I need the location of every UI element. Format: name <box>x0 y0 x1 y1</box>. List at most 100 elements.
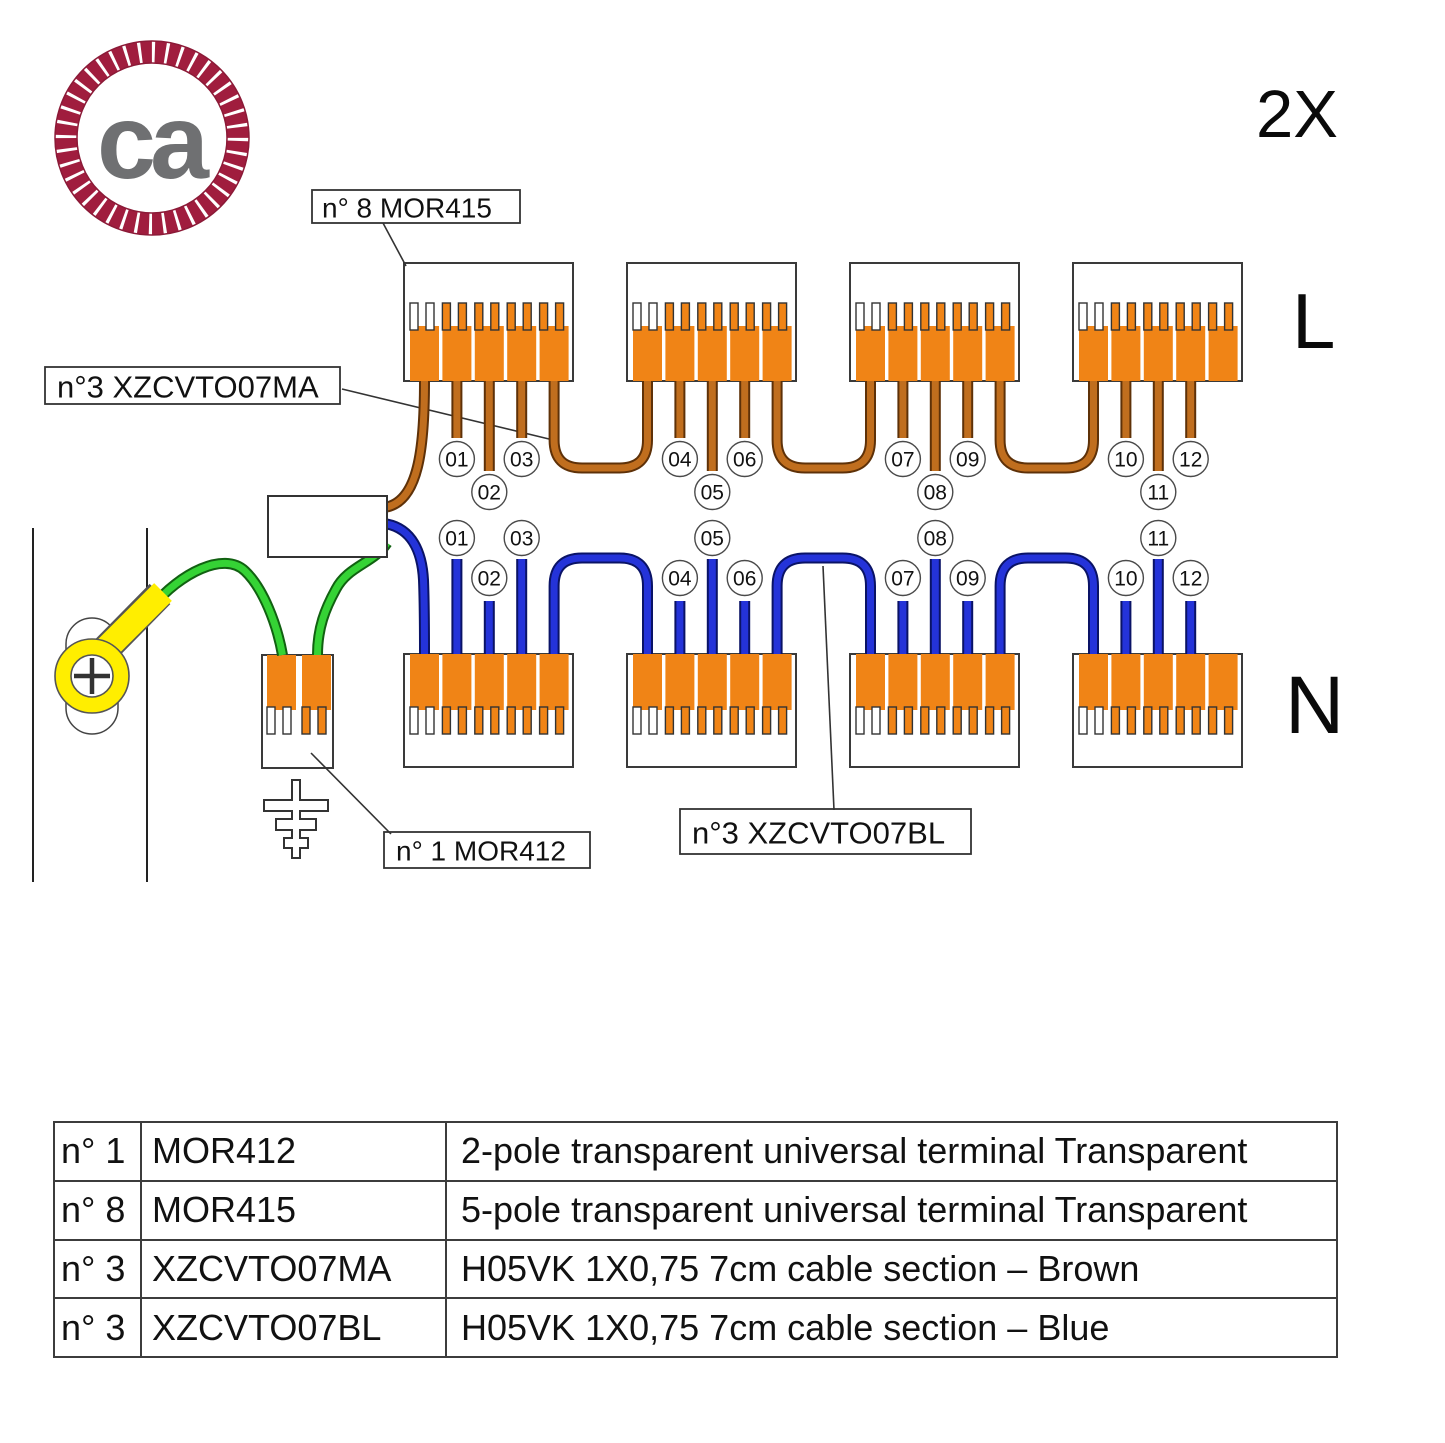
terminal-pole <box>1143 326 1173 381</box>
clamp-prong <box>729 302 739 331</box>
terminal-pole <box>697 654 727 710</box>
badge-circle <box>503 440 540 478</box>
bom-code: XZCVTO07BL <box>140 1297 447 1358</box>
brand-logo: ca <box>54 40 250 236</box>
terminal-pole <box>410 326 439 381</box>
logo-ring-outer-edge <box>54 40 250 236</box>
cable-green-earth-outline <box>147 557 288 656</box>
terminal-block-mor415-neutral-4 <box>1072 653 1243 768</box>
clamp-prong <box>761 302 772 331</box>
clamp-prong <box>1094 706 1104 735</box>
badge-circle <box>1107 440 1145 478</box>
badge-circle <box>694 473 731 511</box>
clamp-prong <box>506 706 516 735</box>
wire-number-badge: 12 <box>1172 440 1209 478</box>
clamp-prong <box>441 706 452 735</box>
clamp-prong <box>713 302 723 331</box>
badge-number: 05 <box>701 482 724 505</box>
neutral-row-label: N <box>1285 660 1344 751</box>
clamp-prong <box>1207 302 1218 331</box>
terminal-pole <box>920 326 950 381</box>
clamp-prong <box>554 302 565 331</box>
clamp-prong <box>952 302 962 331</box>
table-row: n° 1 MOR412 2-pole transparent universal… <box>53 1121 1338 1182</box>
callout-xzcvto07bl: n°3 XZCVTO07BL <box>679 808 972 855</box>
quantity-label: 2X <box>1256 77 1338 152</box>
terminal-pole <box>1176 654 1206 710</box>
clamp-prong <box>441 302 452 331</box>
lug-ring <box>55 639 129 713</box>
bom-code: MOR415 <box>140 1179 447 1241</box>
cable-green-earth <box>149 559 286 656</box>
terminal-pole <box>507 326 537 381</box>
bom-qty: n° 3 <box>53 1297 142 1358</box>
wire-number-badge: 03 <box>503 440 540 478</box>
clamp-prong <box>457 302 468 331</box>
badge-circle <box>917 519 954 557</box>
clamp-prong <box>968 706 978 735</box>
terminal-pole <box>267 655 296 710</box>
clamp-prong <box>1143 706 1153 735</box>
jumper-blue <box>996 554 1097 654</box>
terminal-pole <box>888 326 918 381</box>
clamp-prong <box>474 302 484 331</box>
terminal-blocks-layer <box>261 262 1243 769</box>
terminal-block-mor415-live-1 <box>403 262 574 382</box>
badge-number: 07 <box>891 568 914 591</box>
clamp-prong <box>1223 706 1234 735</box>
clamp-prong <box>1000 706 1011 735</box>
clamp-prong <box>506 302 516 331</box>
clamp-prong <box>490 706 500 735</box>
bom-desc: 2-pole transparent universal terminal Tr… <box>445 1121 1338 1182</box>
callout-box <box>383 831 591 869</box>
clamp-prong <box>745 706 755 735</box>
clamp-prong <box>457 706 468 735</box>
badge-number: 11 <box>1147 482 1169 505</box>
terminal-pole <box>665 326 695 381</box>
badge-number: 12 <box>1179 449 1202 472</box>
wire-number-badge: 08 <box>917 473 954 511</box>
wire-number-badge: 11 <box>1140 473 1177 511</box>
clamp-prong <box>936 706 946 735</box>
clamp-prong <box>1110 706 1121 735</box>
cable-blue-main-outline <box>385 518 430 655</box>
clamp-prong <box>984 302 995 331</box>
clamp-prong <box>522 302 532 331</box>
terminal-pole <box>665 654 695 710</box>
clamp-prong <box>855 302 865 331</box>
clamp-prong <box>648 302 658 331</box>
terminal-pole <box>920 654 950 710</box>
terminal-pole <box>539 326 569 381</box>
badge-number: 05 <box>701 528 724 551</box>
wire-number-badge: 12 <box>1172 559 1209 597</box>
badge-number: 11 <box>1147 528 1169 551</box>
clamp-prong <box>538 706 549 735</box>
badge-number: 09 <box>956 568 979 591</box>
clamp-prong <box>632 302 642 331</box>
terminal-pole <box>730 654 760 710</box>
bom-table: n° 1 MOR412 2-pole transparent universal… <box>53 1121 1338 1358</box>
clamp-prong <box>968 302 978 331</box>
wire-number-badge: 01 <box>438 519 476 557</box>
clamp-prong <box>777 706 788 735</box>
leader-mor412 <box>310 752 392 835</box>
wire-number-badge: 05 <box>694 519 731 557</box>
wire-number-badge: 06 <box>726 440 763 478</box>
terminal-pole <box>953 326 983 381</box>
wire-number-badge: 05 <box>694 473 731 511</box>
clamp-prong <box>952 706 962 735</box>
jumper-brown <box>773 381 874 472</box>
terminal-pole <box>1111 654 1141 710</box>
bom-desc: 5-pole transparent universal terminal Tr… <box>445 1179 1338 1241</box>
clamp-prong <box>761 706 772 735</box>
clamp-prong <box>871 302 881 331</box>
clamp-prong <box>1175 302 1185 331</box>
wire-number-badge: 10 <box>1107 559 1145 597</box>
wire-number-badge: 07 <box>884 559 922 597</box>
clamp-prong <box>425 302 435 331</box>
badge-number: 12 <box>1179 568 1202 591</box>
clamp-prong <box>301 706 311 735</box>
terminal-pole <box>442 654 472 710</box>
